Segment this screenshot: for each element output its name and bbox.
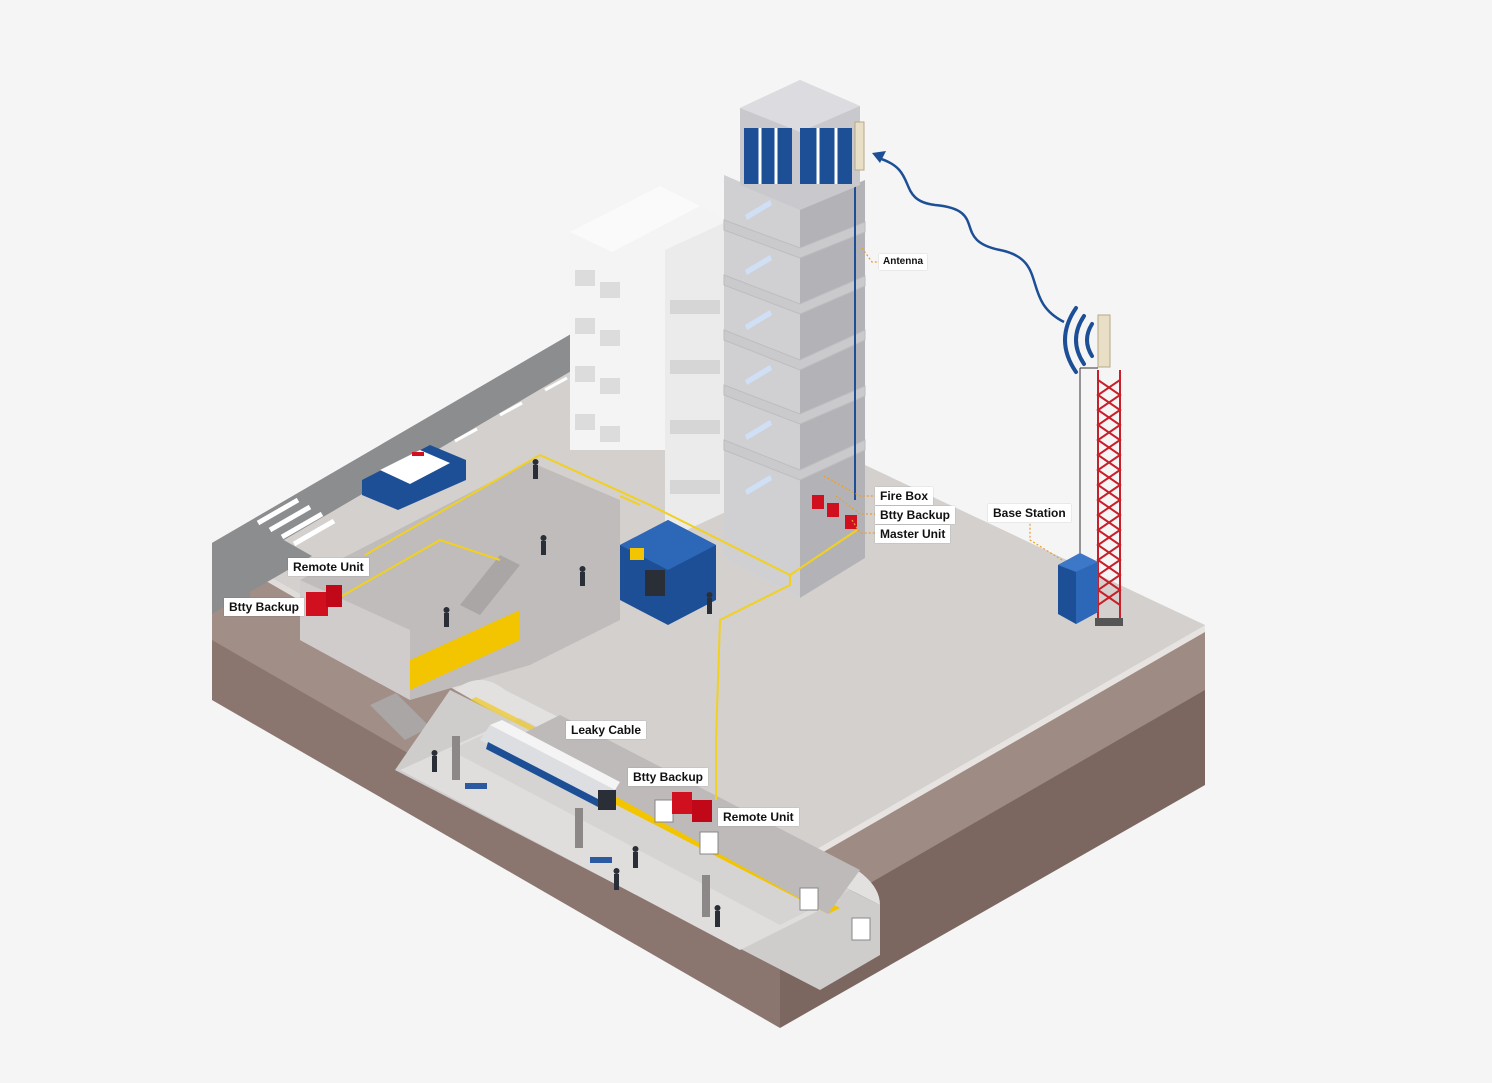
master-unit-label: Master Unit: [875, 525, 951, 543]
fiber-lines: [334, 454, 858, 800]
signal-waves-icon: [1063, 306, 1094, 374]
base-station-cabinet: [1058, 553, 1098, 624]
people: [431, 459, 721, 927]
wireless-link: [872, 151, 1065, 324]
subway-train-icon: [480, 720, 620, 810]
antenna-icon: [854, 121, 865, 171]
fire-box-label: Fire Box: [875, 487, 934, 505]
police-car-icon: [362, 445, 466, 510]
metro-entrance: [620, 520, 716, 625]
metro-sign-icon: [630, 548, 644, 560]
tunnel-equipment: [672, 792, 712, 822]
tunnel-btty-backup-label: Btty Backup: [628, 768, 709, 786]
concourse-equipment: [306, 585, 342, 616]
leaky-cable-label: Leaky Cable: [566, 721, 647, 739]
concourse-remote-unit-label: Remote Unit: [288, 558, 369, 576]
underground-cutaway: [300, 462, 880, 990]
antenna-label: Antenna: [879, 254, 927, 270]
base-station-label: Base Station: [988, 504, 1071, 522]
low-building: [570, 186, 730, 540]
concourse-btty-backup-label: Btty Backup: [224, 598, 305, 616]
building-equipment: [812, 495, 857, 529]
label-leaders: [823, 247, 1063, 561]
lattice-tower-icon: [1079, 314, 1123, 626]
road: [212, 330, 612, 614]
building-btty-backup-label: Btty Backup: [875, 506, 956, 524]
tunnel-remote-unit-label: Remote Unit: [718, 808, 799, 826]
tall-building: [723, 80, 866, 598]
